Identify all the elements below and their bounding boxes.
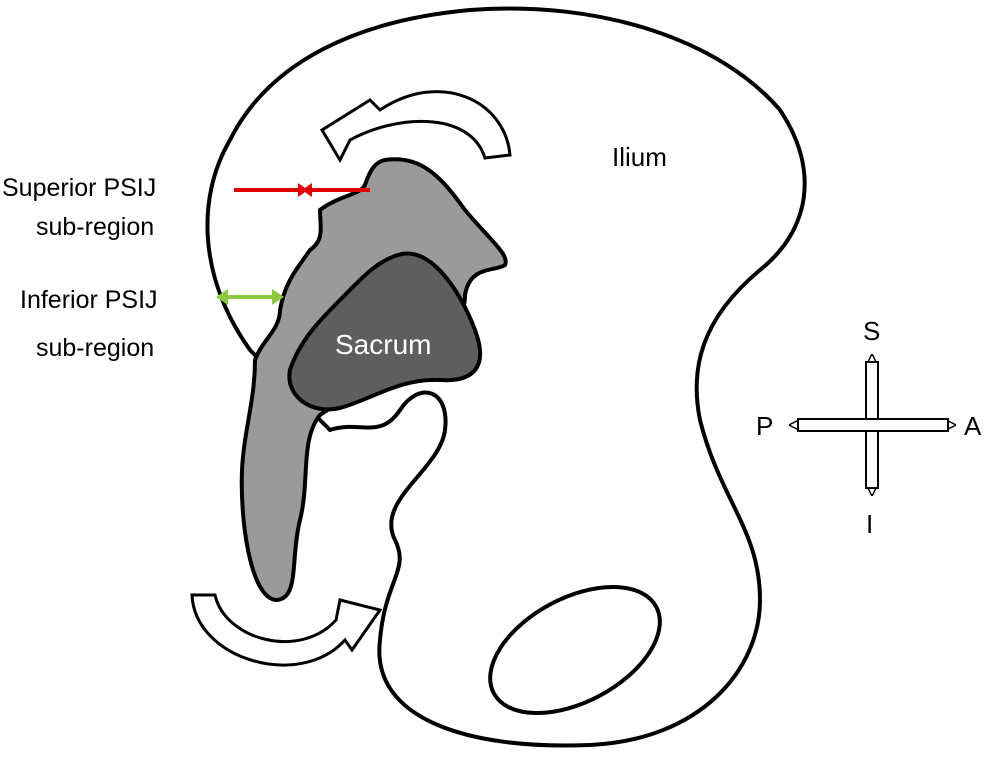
compass-arrows bbox=[790, 355, 955, 495]
rotation-arrow-bottom bbox=[190, 593, 383, 667]
superior-psij-marker bbox=[234, 183, 370, 197]
obturator-foramen bbox=[488, 584, 662, 716]
sacrum-label: Sacrum bbox=[335, 329, 431, 360]
inferior-label-line2: sub-region bbox=[36, 334, 154, 362]
sacrum-body bbox=[287, 251, 482, 412]
rotation-arrow-top bbox=[319, 90, 512, 164]
inferior-psij-marker bbox=[216, 289, 284, 305]
compass-inferior-label: I bbox=[866, 509, 873, 539]
compass-posterior-label: P bbox=[756, 411, 773, 441]
compass-anterior-label: A bbox=[964, 411, 982, 441]
inferior-label-line1: Inferior PSIJ bbox=[20, 286, 158, 314]
ilium-label: Ilium bbox=[612, 142, 667, 172]
superior-label-line2: sub-region bbox=[36, 213, 154, 241]
compass-superior-label: S bbox=[863, 316, 880, 346]
superior-label-line1: Superior PSIJ bbox=[2, 174, 156, 202]
